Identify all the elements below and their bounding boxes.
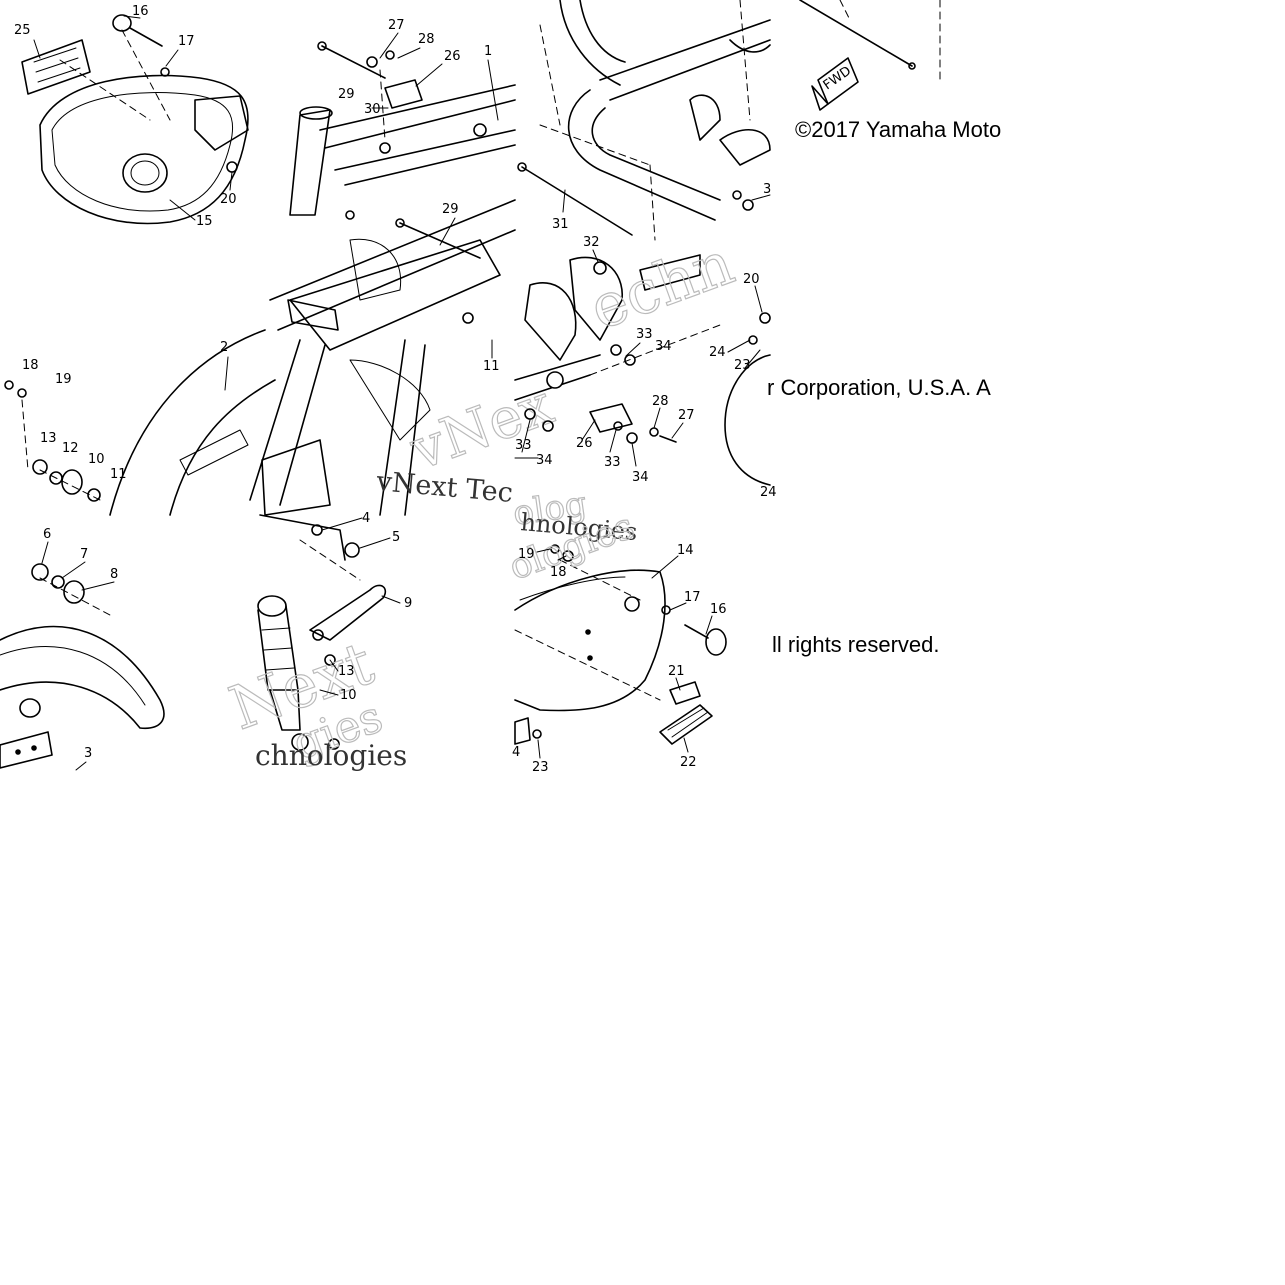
part-number-labels: 25 16 17 20 15 27 28 26 29 30 1 29 2 18 19 13 12 10… xyxy=(14,4,500,482)
svg-text:24: 24 xyxy=(709,345,726,360)
svg-text:10: 10 xyxy=(88,452,105,467)
label-plate xyxy=(21,39,91,95)
copyright-line-2: r Corporation, U.S.A. A xyxy=(767,375,991,400)
svg-text:2: 2 xyxy=(220,340,228,355)
svg-text:31: 31 xyxy=(552,217,569,232)
svg-text:18: 18 xyxy=(22,358,39,373)
svg-text:26: 26 xyxy=(576,436,593,451)
svg-text:4: 4 xyxy=(512,745,520,760)
svg-text:34: 34 xyxy=(536,453,553,468)
svg-text:28: 28 xyxy=(418,32,435,47)
svg-text:11: 11 xyxy=(483,359,500,374)
svg-text:5: 5 xyxy=(392,530,400,545)
svg-text:15: 15 xyxy=(196,214,213,229)
svg-text:9: 9 xyxy=(404,596,412,611)
svg-text:13: 13 xyxy=(40,431,57,446)
svg-text:23: 23 xyxy=(734,358,751,373)
svg-text:19: 19 xyxy=(518,547,535,562)
leader-lines xyxy=(33,15,499,391)
svg-text:27: 27 xyxy=(678,408,695,423)
svg-text:25: 25 xyxy=(14,23,31,38)
svg-text:29: 29 xyxy=(338,87,355,102)
copyright-line-1: ©2017 Yamaha Moto xyxy=(795,117,1002,143)
tile-bottom-left: Next gies chnologies olog hnologies 678 … xyxy=(0,483,639,772)
svg-text:1: 1 xyxy=(484,44,492,59)
svg-text:8: 8 xyxy=(110,567,118,582)
svg-text:18: 18 xyxy=(550,565,567,580)
svg-text:4: 4 xyxy=(362,511,370,526)
side-cover-left xyxy=(39,74,249,225)
svg-text:30: 30 xyxy=(364,102,381,117)
svg-text:22: 22 xyxy=(680,755,697,770)
svg-text:29: 29 xyxy=(442,202,459,217)
copyright-line-3: ll rights reserved. xyxy=(772,632,940,657)
watermark-text-5: chnologies xyxy=(255,739,407,772)
svg-text:17: 17 xyxy=(684,590,701,605)
side-cover-right xyxy=(514,569,666,712)
svg-text:7: 7 xyxy=(80,547,88,562)
svg-text:26: 26 xyxy=(444,49,461,64)
svg-text:32: 32 xyxy=(583,235,600,250)
svg-text:28: 28 xyxy=(652,394,669,409)
svg-text:34: 34 xyxy=(632,470,649,485)
main-frame xyxy=(249,84,516,516)
svg-text:27: 27 xyxy=(388,18,405,33)
svg-text:11: 11 xyxy=(110,467,127,482)
svg-text:13: 13 xyxy=(338,664,355,679)
svg-text:34: 34 xyxy=(655,339,672,354)
svg-text:20: 20 xyxy=(743,272,760,287)
svg-text:20: 20 xyxy=(220,192,237,207)
front-fender xyxy=(0,625,165,769)
svg-text:6: 6 xyxy=(43,527,51,542)
svg-text:33: 33 xyxy=(604,455,621,470)
svg-text:21: 21 xyxy=(668,664,685,679)
rear-shock-absorber xyxy=(257,595,340,751)
rear-fender xyxy=(109,329,276,516)
svg-text:19: 19 xyxy=(55,372,72,387)
watermark-text-3: echn xyxy=(581,228,743,344)
svg-text:23: 23 xyxy=(532,760,549,775)
watermark-text-1: vNext Tec xyxy=(374,466,514,509)
svg-text:12: 12 xyxy=(62,441,79,456)
svg-text:14: 14 xyxy=(677,543,694,558)
svg-text:16: 16 xyxy=(710,602,727,617)
svg-text:10: 10 xyxy=(340,688,357,703)
svg-text:33: 33 xyxy=(636,327,653,342)
svg-text:3: 3 xyxy=(763,182,771,197)
svg-text:16: 16 xyxy=(132,4,149,19)
svg-text:17: 17 xyxy=(178,34,195,49)
svg-text:3: 3 xyxy=(84,746,92,761)
svg-text:24: 24 xyxy=(760,485,777,500)
